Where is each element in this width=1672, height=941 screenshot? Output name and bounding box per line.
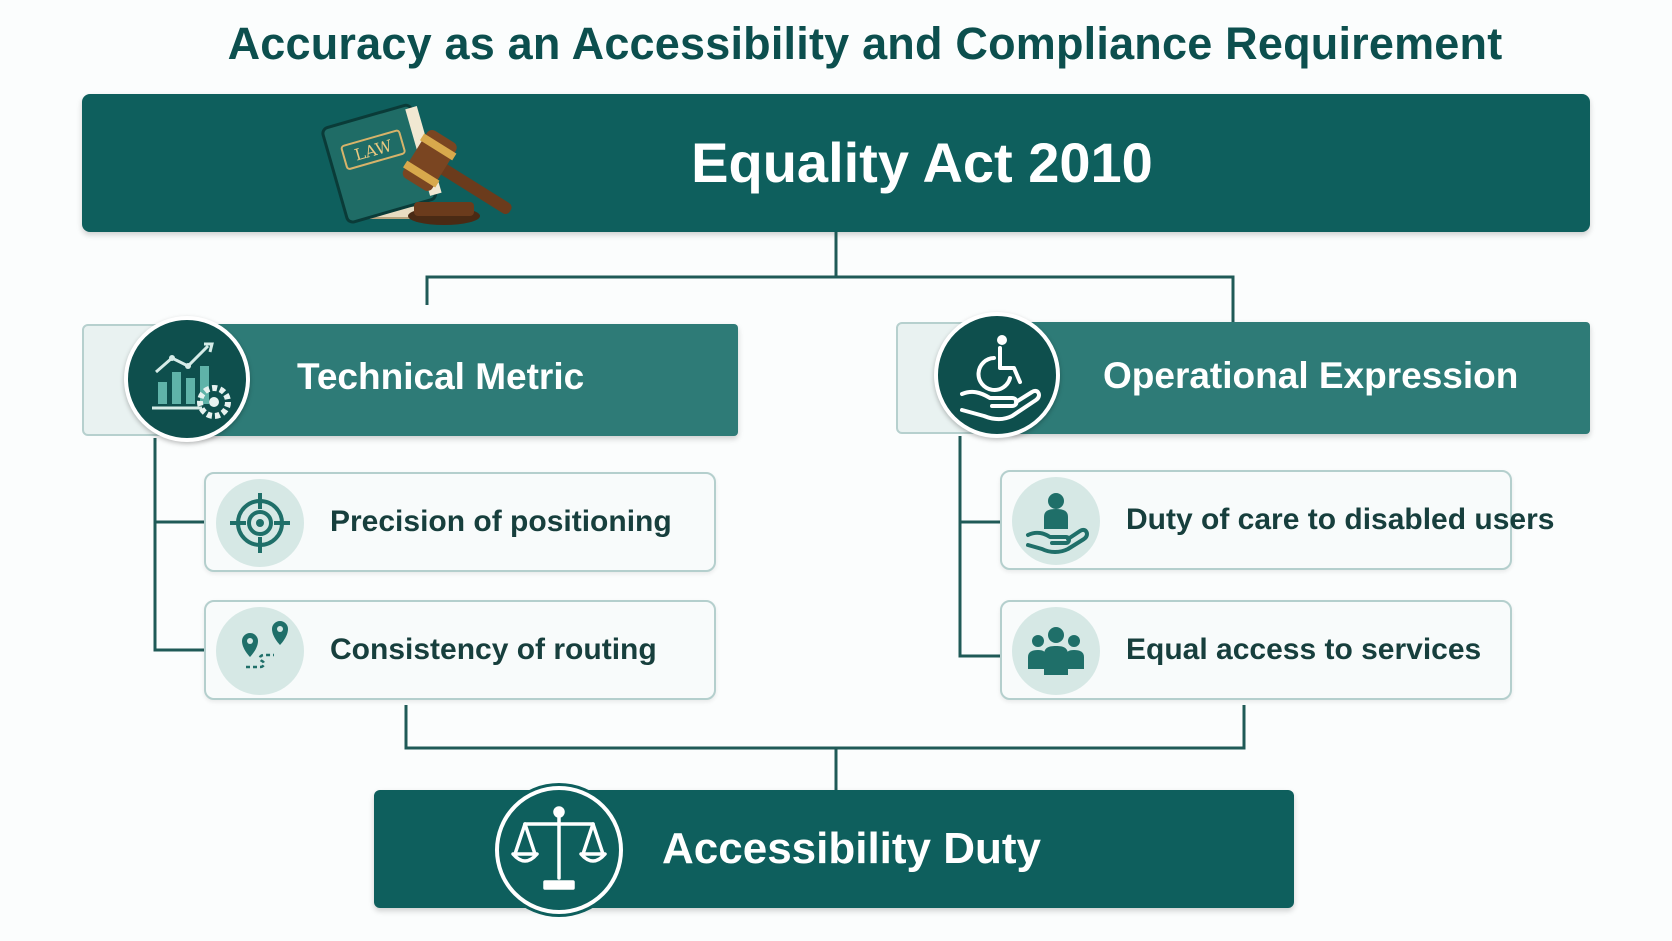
scales-icon bbox=[495, 786, 623, 914]
page-title: Accuracy as an Accessibility and Complia… bbox=[227, 18, 1503, 69]
chart-gear-icon bbox=[124, 316, 250, 442]
item-label-duty-of-care: Duty of care to disabled users bbox=[1126, 503, 1555, 536]
item-card-duty-of-care: Duty of care to disabled users bbox=[1000, 470, 1554, 570]
person-hand-icon bbox=[1012, 477, 1100, 565]
accessibility-duty-title: Accessibility Duty bbox=[662, 824, 1042, 873]
category-label-operational-expression: Operational Expression bbox=[1103, 355, 1519, 396]
wheelchair-hand-icon bbox=[934, 312, 1060, 438]
target-crosshair-icon bbox=[216, 479, 304, 567]
law-book-gavel-icon: LAW bbox=[321, 103, 512, 225]
item-card-consistency-of-routing: Consistency of routing bbox=[204, 600, 716, 700]
item-label-equal-access: Equal access to services bbox=[1126, 633, 1482, 666]
item-card-precision-of-positioning: Precision of positioning bbox=[204, 472, 716, 572]
category-label-technical-metric: Technical Metric bbox=[297, 356, 585, 397]
people-group-icon bbox=[1012, 607, 1100, 695]
item-label-consistency-of-routing: Consistency of routing bbox=[330, 633, 657, 666]
item-card-equal-access: Equal access to services bbox=[1000, 600, 1512, 700]
route-pins-icon bbox=[216, 607, 304, 695]
item-label-precision-of-positioning: Precision of positioning bbox=[330, 505, 672, 538]
equality-act-title: Equality Act 2010 bbox=[691, 131, 1153, 194]
